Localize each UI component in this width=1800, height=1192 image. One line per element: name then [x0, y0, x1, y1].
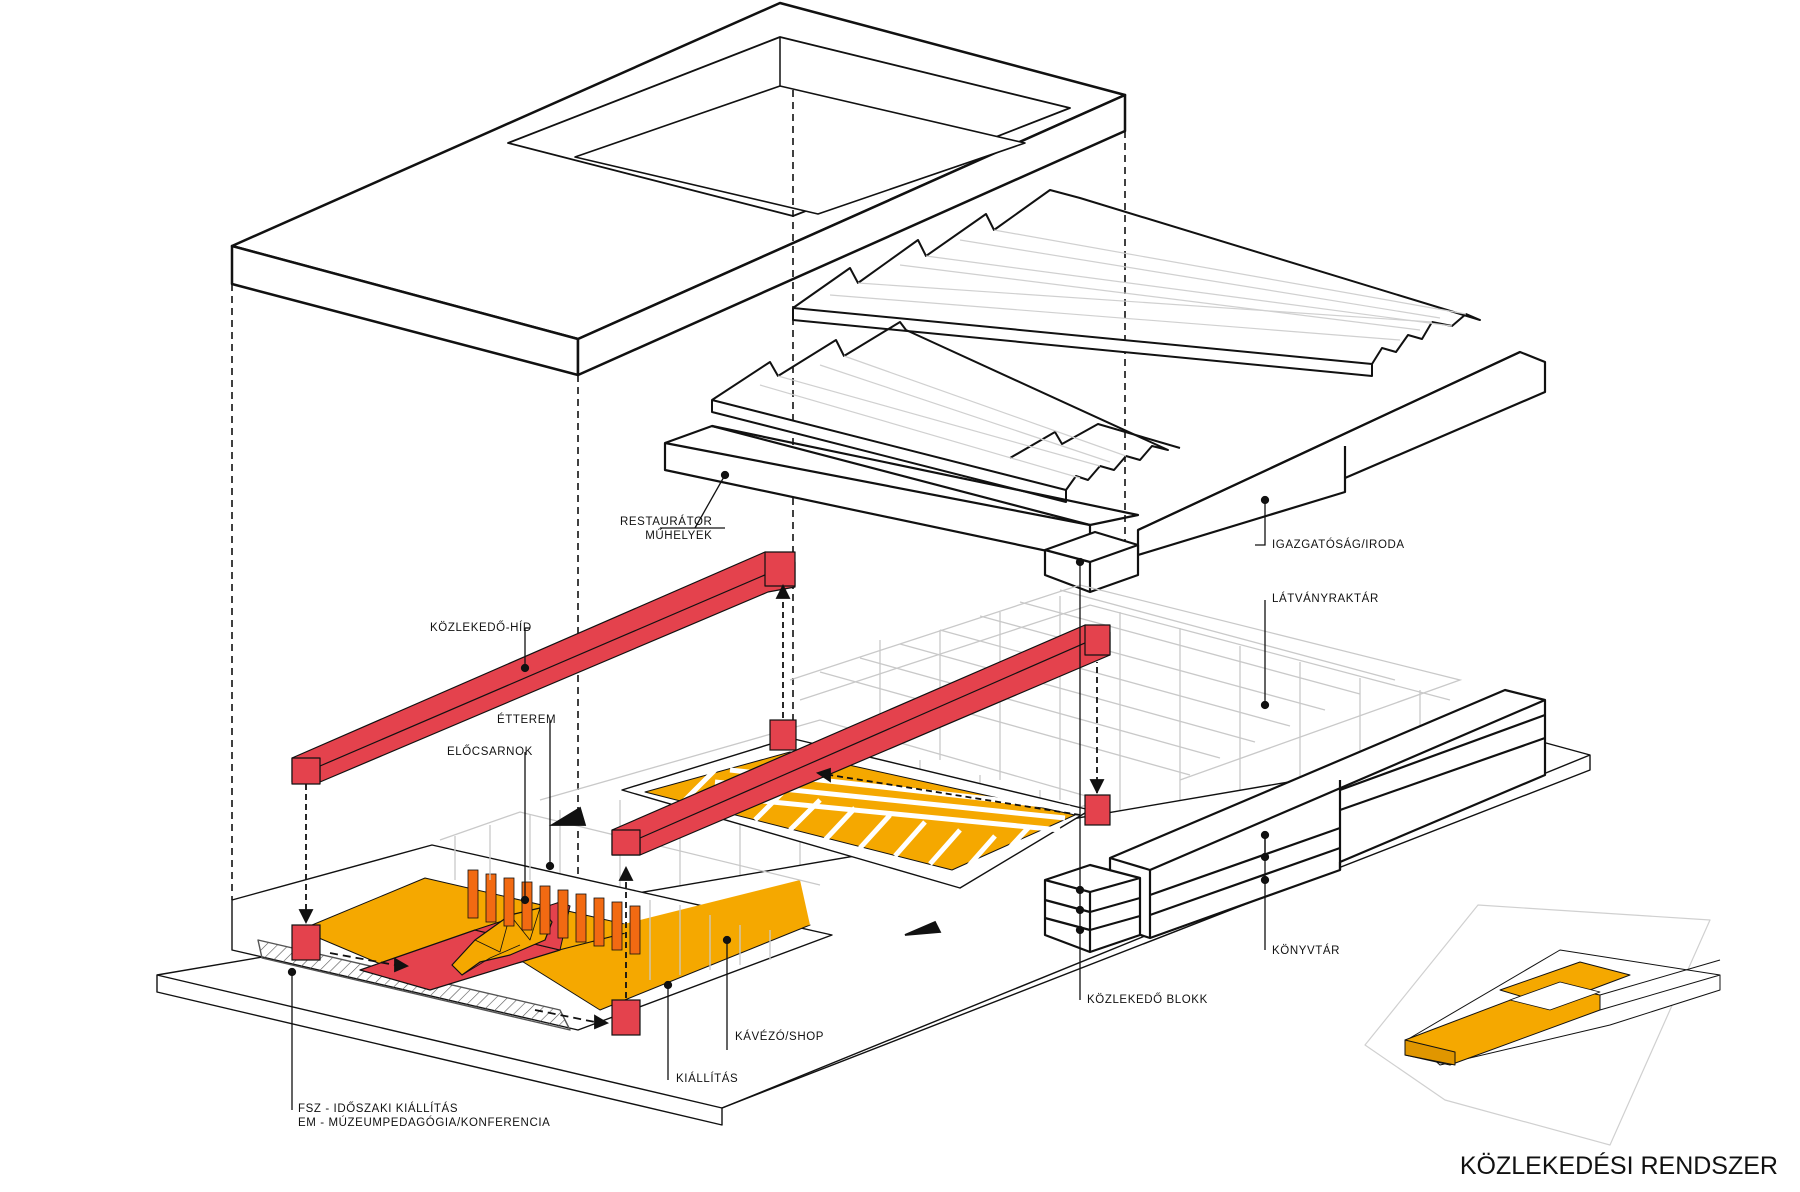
circulation-bridge-upper: [291, 551, 796, 785]
restaurator-workshop-bar: [663, 424, 1140, 562]
label-restaurator-line1: RESTAURÁTOR: [620, 516, 713, 528]
label-igazgatosag: IGAZGATÓSÁG/IRODA: [1272, 539, 1405, 551]
igazgatosag-office-bar: [1136, 350, 1547, 557]
label-fsz-line1: FSZ - IDŐSZAKI KIÁLLÍTÁS: [298, 1103, 459, 1115]
circulation-cores: [291, 719, 1111, 1036]
label-kozlekedo-blokk: KÖZLEKEDŐ BLOKK: [1087, 994, 1208, 1006]
label-latvanyraktar: LÁTVÁNYRAKTÁR: [1272, 593, 1379, 605]
circulation-arrows: [298, 583, 1105, 1030]
circulation-bridge-lower: [611, 624, 1111, 856]
sawtooth-roof-upper: [792, 189, 1481, 377]
roof-volume: [230, 1, 1127, 377]
label-restaurator-line2: MŰHELYEK: [645, 530, 713, 542]
key-plan: [1364, 904, 1721, 1146]
label-kozlekedo-hid: KÖZLEKEDŐ-HÍD: [430, 622, 532, 634]
ground-floor-frames: [439, 811, 821, 980]
label-konyvtar: KÖNYVTÁR: [1272, 945, 1341, 957]
communication-block-lower: [1043, 863, 1142, 954]
sawtooth-roof-lower: [711, 321, 1181, 503]
label-fsz: FSZ - IDŐSZAKI KIÁLLÍTÁS EM - MÚZEUMPEDA…: [298, 1102, 550, 1130]
label-etterem: ÉTTEREM: [497, 714, 557, 726]
label-elocsarnok: ELŐCSARNOK: [447, 746, 533, 758]
diagram-title: KÖZLEKEDÉSI RENDSZER: [1459, 1152, 1778, 1180]
leader-lines: [287, 470, 1270, 1110]
label-kiallitas: KIÁLLÍTÁS: [676, 1073, 739, 1085]
label-fsz-line2: EM - MÚZEUMPEDAGÓGIA/KONFERENCIA: [298, 1117, 551, 1129]
structural-frames: [539, 584, 1463, 935]
label-kavezo-shop: KÁVÉZÓ/SHOP: [735, 1031, 825, 1043]
foyer-wall-strips: [467, 869, 641, 955]
label-restaurator: RESTAURÁTOR MŰHELYEK: [620, 515, 712, 543]
